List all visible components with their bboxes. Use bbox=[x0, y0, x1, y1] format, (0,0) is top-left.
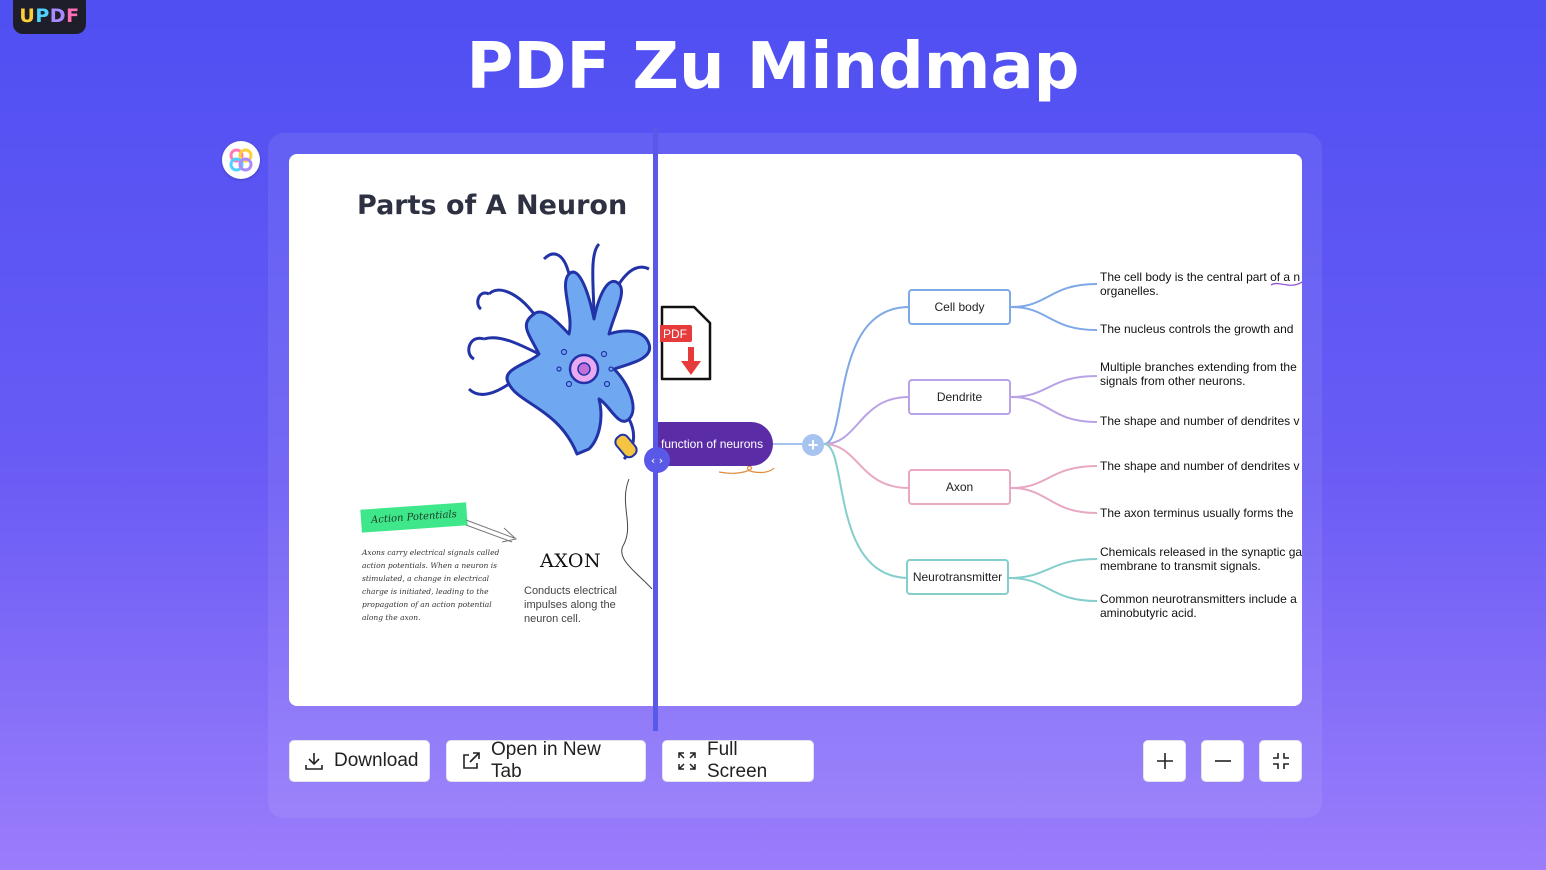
expand-node-plus-icon[interactable]: + bbox=[802, 434, 824, 456]
minus-icon bbox=[1214, 760, 1231, 762]
neuron-illustration bbox=[467, 242, 652, 461]
download-button[interactable]: Download bbox=[289, 740, 430, 782]
leaf-neurotransmitter-1b[interactable]: membrane to transmit signals. bbox=[1100, 559, 1261, 573]
comparison-card: Parts of A Neuron Action Potentials Axon… bbox=[289, 154, 1302, 706]
plus-icon bbox=[1156, 753, 1173, 769]
logo-letter-u: U bbox=[19, 5, 36, 27]
mindmap-root-node[interactable]: function of neurons bbox=[658, 422, 773, 466]
divider-drag-handle-icon[interactable]: ‹ › bbox=[644, 447, 670, 473]
node-axon[interactable]: Axon bbox=[908, 469, 1011, 505]
fit-view-button[interactable] bbox=[1259, 740, 1302, 782]
collapse-icon bbox=[1272, 753, 1289, 769]
leaf-dendrite-1b[interactable]: signals from other neurons. bbox=[1100, 374, 1246, 388]
compare-divider[interactable] bbox=[653, 128, 658, 731]
logo-letter-f: F bbox=[66, 5, 80, 27]
logo-letter-p: P bbox=[35, 5, 50, 27]
leaf-cell-body-1[interactable]: The cell body is the central part of a n bbox=[1100, 270, 1301, 284]
leaf-neurotransmitter-1[interactable]: Chemicals released in the synaptic ga bbox=[1100, 545, 1302, 559]
node-cell-body[interactable]: Cell body bbox=[908, 289, 1011, 325]
full-screen-label: Full Screen bbox=[707, 739, 768, 782]
pointer-line-icon bbox=[621, 478, 653, 590]
download-label: Download bbox=[334, 750, 419, 771]
logo-letter-d: D bbox=[49, 5, 67, 27]
page-title: PDF Zu Mindmap bbox=[466, 30, 1080, 104]
leaf-axon-1[interactable]: The shape and number of dendrites v bbox=[1100, 459, 1300, 473]
document-title: Parts of A Neuron bbox=[357, 190, 628, 221]
node-neurotransmitter[interactable]: Neurotransmitter bbox=[906, 559, 1009, 595]
external-link-icon bbox=[463, 752, 480, 769]
open-new-tab-label: Open in New Tab bbox=[491, 739, 601, 782]
axon-heading: AXON bbox=[540, 550, 602, 572]
pdf-file-icon: PDF bbox=[660, 305, 712, 381]
full-screen-button[interactable]: Full Screen bbox=[662, 739, 814, 782]
leaf-neurotransmitter-2[interactable]: Common neurotransmitters include a bbox=[1100, 592, 1297, 606]
leaf-cell-body-2[interactable]: The nucleus controls the growth and bbox=[1100, 322, 1294, 336]
pdf-badge-text: PDF bbox=[663, 327, 687, 341]
leaf-cell-body-1b[interactable]: organelles. bbox=[1100, 284, 1159, 298]
leaf-dendrite-1[interactable]: Multiple branches extending from the bbox=[1100, 360, 1297, 374]
node-dendrite[interactable]: Dendrite bbox=[908, 379, 1011, 415]
download-icon bbox=[305, 753, 323, 770]
axon-description: Conducts electrical impulses along the n… bbox=[524, 585, 617, 625]
app-badge-icon[interactable] bbox=[222, 141, 260, 179]
leaf-neurotransmitter-2b[interactable]: aminobutyric acid. bbox=[1100, 606, 1197, 620]
action-potentials-text: Axons carry electrical signals called ac… bbox=[362, 548, 500, 622]
mindmap-connectors bbox=[718, 281, 1302, 602]
leaf-axon-2[interactable]: The axon terminus usually forms the bbox=[1100, 506, 1294, 520]
expand-icon bbox=[678, 752, 696, 770]
zoom-out-button[interactable] bbox=[1201, 740, 1244, 782]
leaf-dendrite-2[interactable]: The shape and number of dendrites v bbox=[1100, 414, 1300, 428]
open-new-tab-button[interactable]: Open in New Tab bbox=[446, 739, 646, 782]
arrow-sketch-icon bbox=[465, 519, 518, 543]
zoom-in-button[interactable] bbox=[1143, 740, 1186, 782]
